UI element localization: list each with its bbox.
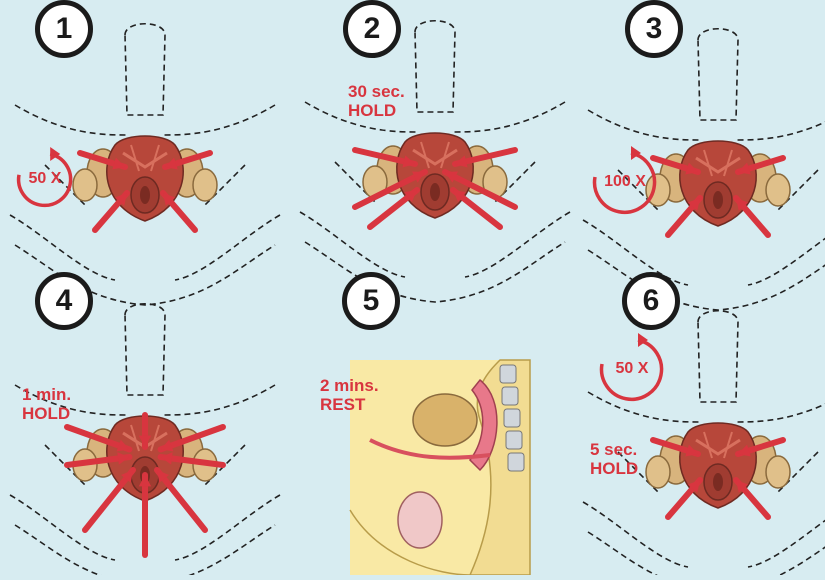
repeat-circle-icon	[592, 146, 657, 214]
step-number-2: 2	[343, 0, 401, 58]
instruction-label-5: 2 mins. REST	[320, 376, 379, 414]
pelvic-floor-illustration	[361, 131, 509, 220]
arrow-lower-right-head	[736, 480, 749, 493]
pelvic-floor-illustration	[644, 139, 792, 228]
arrow-ray-6-head	[138, 435, 152, 447]
arrow-upper-right-head	[738, 162, 751, 175]
arrow-ray-4	[82, 467, 136, 533]
repeat-count-1: 50 X	[28, 170, 62, 187]
arrow-upper-left-head	[685, 162, 698, 175]
arrow-lower-right-head	[453, 190, 466, 202]
panel-2	[299, 19, 571, 303]
arrow-lower-left-head	[687, 198, 700, 211]
arrow-lower-left-head	[404, 190, 417, 202]
arrow-upper-left-head	[112, 157, 125, 170]
pelvic-floor-illustration	[644, 421, 792, 510]
arrow-lower-right-head	[736, 198, 749, 211]
arrow-cross-left-head	[412, 171, 425, 183]
arrow-upper-right-head	[738, 444, 751, 457]
instruction-label-6: 5 sec. HOLD	[590, 440, 639, 478]
step-number-1: 1	[35, 0, 93, 58]
pelvic-floor-illustration	[71, 134, 219, 223]
instruction-label-4: 1 min. HOLD	[22, 385, 72, 423]
panel-4	[9, 302, 281, 580]
arrow-ray-1-head	[160, 439, 174, 452]
panel-1	[9, 22, 281, 306]
arrow-ray-5-head	[157, 470, 169, 483]
arrow-cross-left	[352, 169, 428, 210]
arrow-ray-3-head	[160, 452, 173, 465]
arrow-ray-7-head	[138, 475, 152, 487]
arrow-upper-left-head	[402, 155, 415, 168]
instruction-label-2: 30 sec. HOLD	[348, 82, 405, 120]
arrow-ray-0-head	[116, 439, 130, 452]
repeat-circle-icon	[16, 147, 73, 208]
arrow-ray-2-head	[117, 452, 130, 465]
step-number-3: 3	[625, 0, 683, 58]
arrow-cross-right-head	[445, 171, 458, 183]
step-number-5: 5	[342, 272, 400, 330]
repeat-circle-icon	[599, 333, 664, 401]
arrow-upper-right-head	[455, 155, 468, 168]
arrow-ray-5	[154, 467, 208, 533]
repeat-count-3: 100 X	[604, 173, 646, 190]
panel-5	[349, 359, 531, 576]
step-number-4: 4	[35, 272, 93, 330]
arrow-upper-right-head	[165, 157, 178, 170]
panel-3	[582, 27, 825, 311]
step-number-6: 6	[622, 272, 680, 330]
arrow-upper-left-head	[685, 444, 698, 457]
arrow-lower-left-head	[114, 193, 127, 206]
side-anatomy-illustration	[349, 359, 531, 576]
arrow-lower-right-head	[163, 193, 176, 206]
repeat-count-6: 50 X	[615, 360, 649, 377]
arrow-ray-4-head	[121, 470, 133, 483]
arrow-lower-left-head	[687, 480, 700, 493]
panel-6	[582, 309, 825, 580]
arrow-cross-right	[442, 169, 518, 210]
